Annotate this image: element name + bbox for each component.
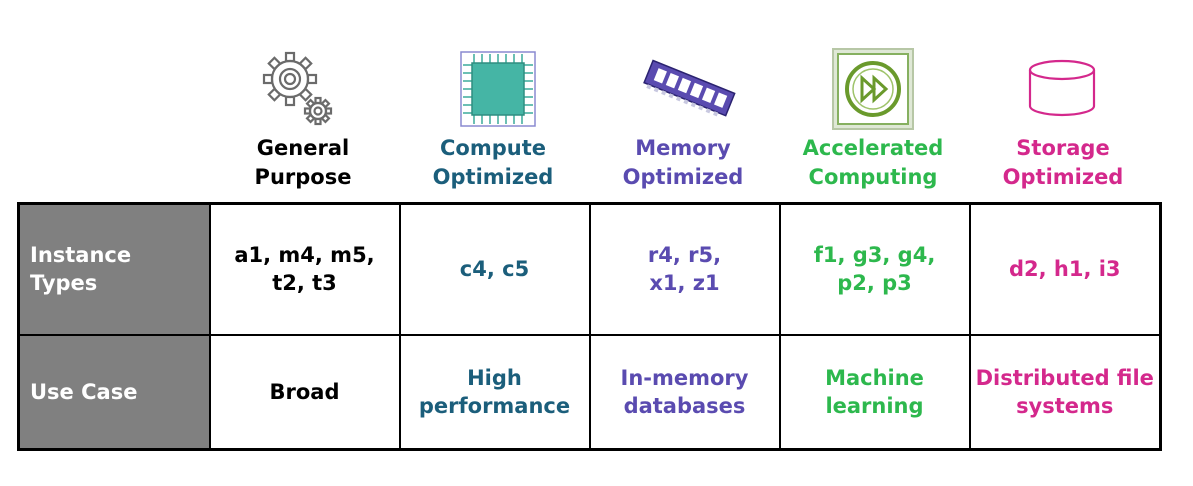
memory-module-icon bbox=[634, 44, 744, 134]
cell-line: Distributed file bbox=[975, 365, 1154, 390]
column-heading-general: General Purpose bbox=[208, 134, 398, 192]
table-row: Instance Types a1, m4, m5, t2, t3 c4, c5… bbox=[17, 202, 1162, 336]
chip-icon bbox=[443, 44, 553, 134]
table-cell: d2, h1, i3 bbox=[968, 202, 1162, 336]
row-header-label: Instance Types bbox=[30, 243, 132, 296]
instance-comparison-table: Instance Types a1, m4, m5, t2, t3 c4, c5… bbox=[17, 202, 1162, 451]
table-cell: Broad bbox=[208, 333, 401, 451]
row-header-instance-types: Instance Types bbox=[17, 202, 211, 336]
heading-line: Optimized bbox=[432, 165, 554, 189]
cell-line: learning bbox=[825, 393, 924, 418]
database-cylinder-icon bbox=[1007, 44, 1117, 134]
cell-line: x1, z1 bbox=[649, 271, 720, 296]
column-heading-memory: Memory Optimized bbox=[588, 134, 778, 192]
table-cell: f1, g3, g4, p2, p3 bbox=[778, 202, 971, 336]
heading-line: Purpose bbox=[254, 165, 352, 189]
cell-line: d2, h1, i3 bbox=[1008, 257, 1121, 282]
cell-line: Broad bbox=[269, 379, 340, 404]
heading-line: Compute bbox=[440, 136, 546, 160]
cell-line: databases bbox=[623, 393, 746, 418]
table-cell: In-memory databases bbox=[588, 333, 781, 451]
cell-line: t2, t3 bbox=[272, 271, 337, 296]
heading-line: General bbox=[256, 136, 350, 160]
heading-line: Memory bbox=[635, 136, 731, 160]
cell-line: systems bbox=[1016, 393, 1114, 418]
heading-line: Accelerated bbox=[802, 136, 944, 160]
cell-line: p2, p3 bbox=[837, 271, 912, 296]
cell-line: r4, r5, bbox=[647, 243, 722, 268]
heading-line: Computing bbox=[808, 165, 938, 189]
table-cell: a1, m4, m5, t2, t3 bbox=[208, 202, 401, 336]
row-header-label: Use Case bbox=[30, 379, 138, 404]
column-heading-compute: Compute Optimized bbox=[398, 134, 588, 192]
column-heading-accelerated: Accelerated Computing bbox=[778, 134, 968, 192]
cell-line: Machine bbox=[825, 365, 924, 390]
table-cell: Machine learning bbox=[778, 333, 971, 451]
cell-line: performance bbox=[418, 393, 571, 418]
gears-icon bbox=[243, 44, 353, 134]
table-cell: c4, c5 bbox=[398, 202, 591, 336]
table-cell: r4, r5, x1, z1 bbox=[588, 202, 781, 336]
cell-line: High bbox=[467, 365, 522, 390]
cell-line: a1, m4, m5, bbox=[234, 243, 375, 268]
table-row: Use Case Broad High performance In-memor… bbox=[17, 333, 1162, 451]
row-header-use-case: Use Case bbox=[17, 333, 211, 451]
heading-line: Storage bbox=[1016, 136, 1110, 160]
cell-line: In-memory bbox=[620, 365, 749, 390]
column-heading-storage: Storage Optimized bbox=[968, 134, 1158, 192]
fast-forward-icon bbox=[818, 44, 928, 134]
heading-line: Optimized bbox=[622, 165, 744, 189]
heading-line: Optimized bbox=[1002, 165, 1124, 189]
table-cell: Distributed file systems bbox=[968, 333, 1162, 451]
cell-line: c4, c5 bbox=[459, 257, 530, 282]
table-cell: High performance bbox=[398, 333, 591, 451]
cell-line: f1, g3, g4, bbox=[813, 243, 936, 268]
